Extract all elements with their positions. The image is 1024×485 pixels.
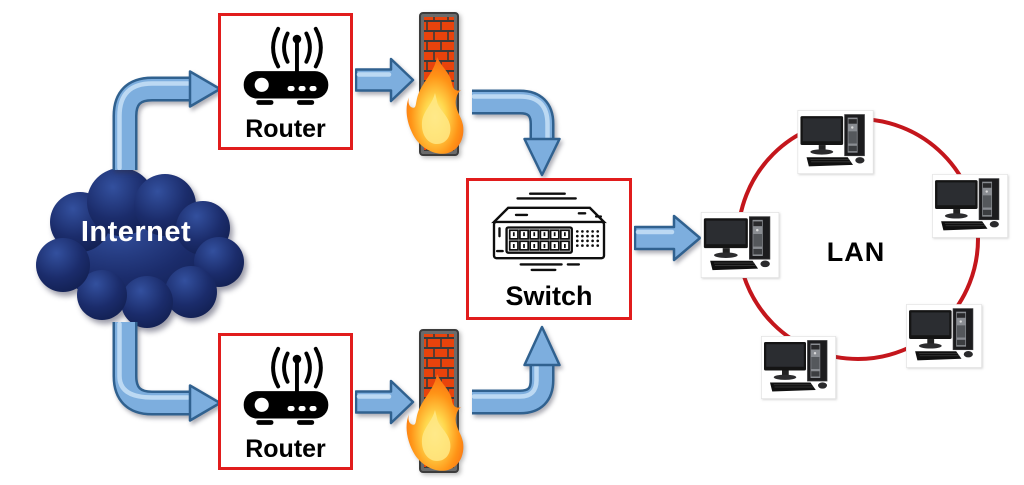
switch-icon [474, 189, 624, 277]
router-icon [239, 343, 333, 433]
firewall-bottom-icon [406, 328, 468, 476]
arrow-firewall-top-to-switch [472, 89, 561, 177]
lan-label: LAN [826, 237, 886, 267]
router-bottom-node: Router [218, 333, 353, 470]
arrow-switch-to-lan [634, 214, 702, 262]
arrow-internet-to-router-bottom [112, 322, 221, 422]
lan-computer-top [797, 110, 874, 174]
lan-computer-upper-right [932, 174, 1008, 238]
cloud-icon [36, 168, 244, 328]
lan-computer-right [906, 304, 982, 368]
arrow-router-top-to-firewall-top [355, 57, 415, 103]
router-top-label: Router [245, 115, 326, 143]
switch-label: Switch [505, 281, 593, 311]
arrow-router-bottom-to-firewall-bottom [355, 379, 415, 425]
internet-cloud-node: Internet [25, 160, 247, 330]
switch-node: Switch [466, 178, 632, 320]
lan-computer-bottom [761, 336, 836, 399]
router-icon [239, 23, 333, 113]
arrow-firewall-bottom-to-switch [472, 325, 561, 415]
firewall-top-icon [406, 11, 468, 159]
internet-label: Internet [80, 216, 192, 248]
arrow-internet-to-router-top [112, 70, 221, 170]
lan-computer-left [700, 212, 780, 278]
router-bottom-label: Router [245, 435, 326, 463]
router-top-node: Router [218, 13, 353, 150]
